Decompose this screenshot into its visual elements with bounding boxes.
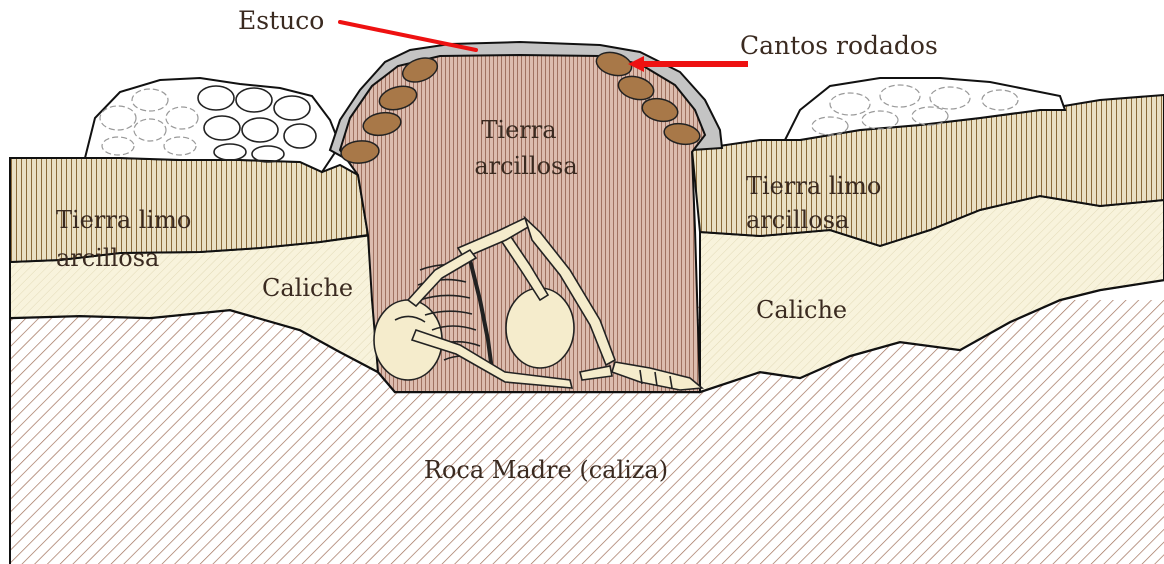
silty-right-label-line2: arcillosa xyxy=(746,206,849,234)
stucco-arrow xyxy=(340,22,476,50)
bedrock-label: Roca Madre (caliza) xyxy=(424,456,668,484)
fill-label-line1: Tierra xyxy=(481,116,556,144)
silty-left-label-line2: arcillosa xyxy=(56,244,159,272)
stucco-label: Estuco xyxy=(238,6,324,35)
caliche-right-label: Caliche xyxy=(756,296,847,324)
stone-pile-left xyxy=(85,78,340,172)
caliche-left-label: Caliche xyxy=(262,274,353,302)
boulders-label: Cantos rodados xyxy=(740,31,938,60)
fill-label-line2: arcillosa xyxy=(474,152,577,180)
silty-left-label-line1: Tierra limo xyxy=(56,206,191,234)
silty-right-label-line1: Tierra limo xyxy=(746,172,881,200)
